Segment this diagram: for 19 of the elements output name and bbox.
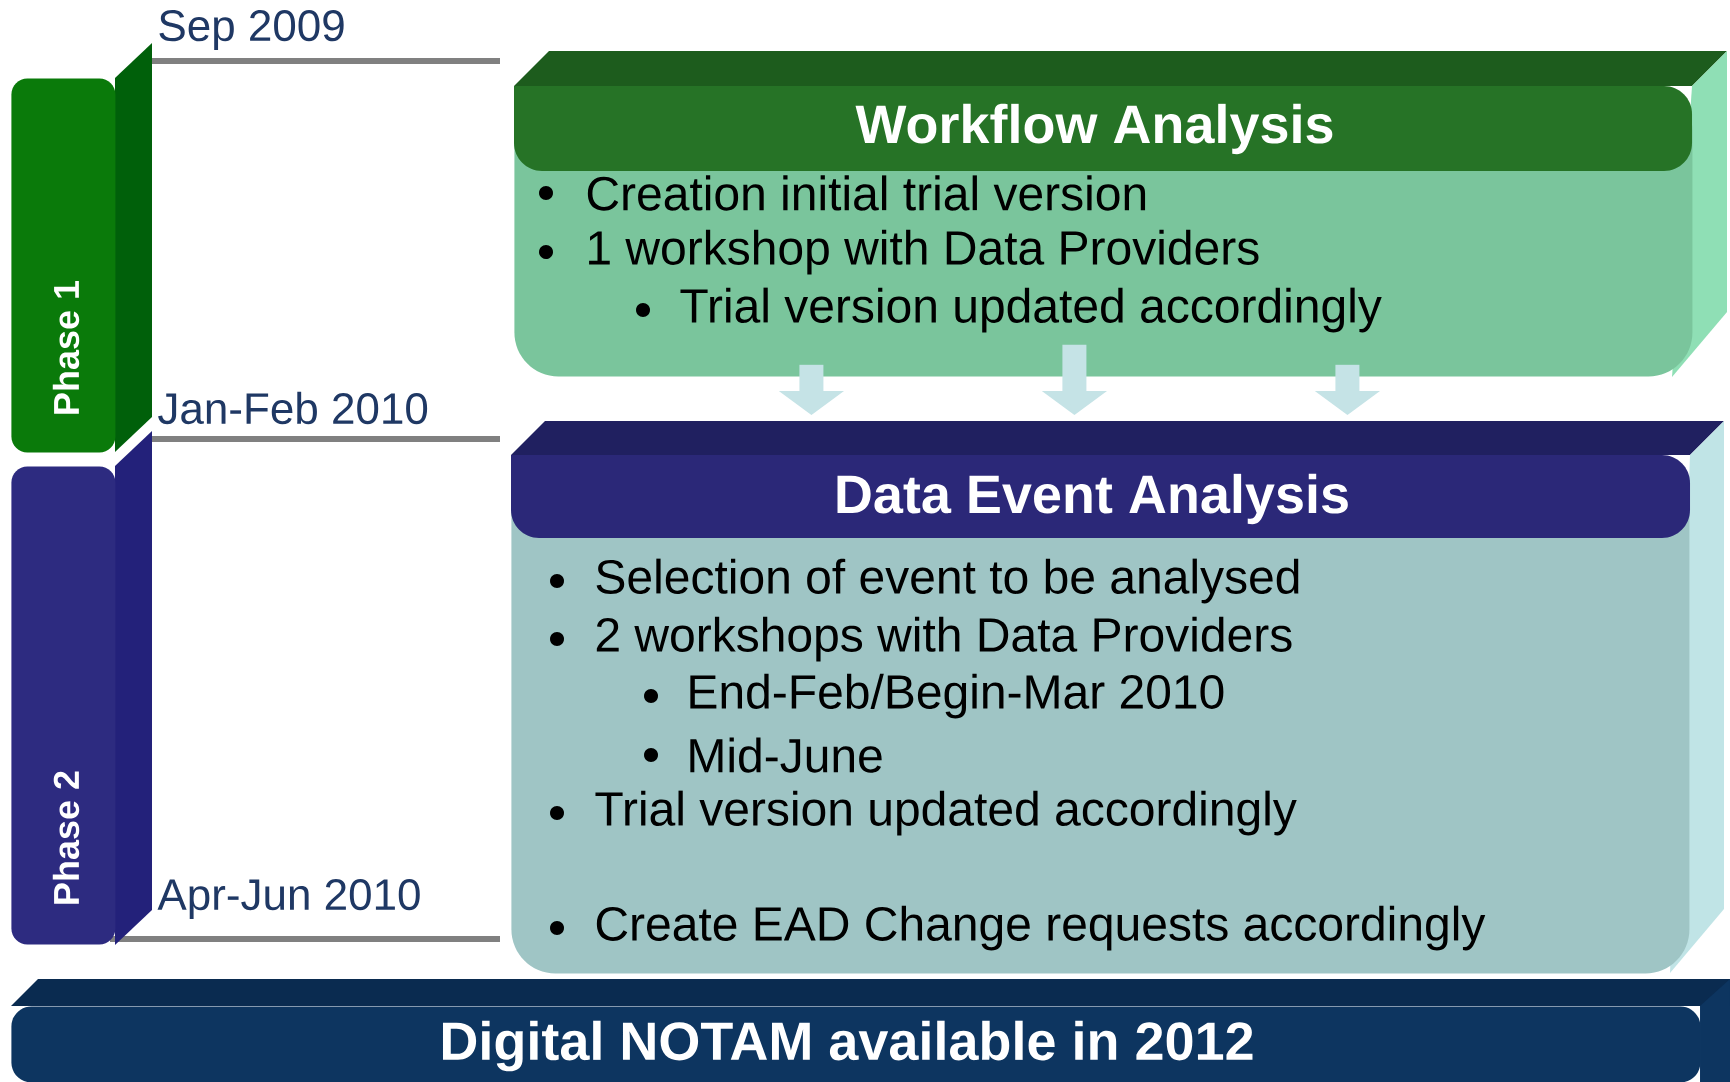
bullet-text: Create EAD Change requests accordingly: [596, 905, 1486, 951]
bullet-text: Trial version updated accordingly: [680, 287, 1382, 333]
goal-banner: Digital NOTAM available in 2012: [11, 979, 1730, 1082]
date-label: Sep 2009: [159, 10, 344, 50]
bullet-text: 2 workshops with Data Providers: [596, 616, 1292, 662]
bullet-text: Selection of event to be analysed: [596, 558, 1299, 604]
phase-bar: Phase 1: [11, 43, 152, 453]
bullet-text: 1 workshop with Data Providers: [589, 229, 1259, 275]
bullet-text: Creation initial trial version: [587, 175, 1146, 211]
bullet-text: End-Feb/Begin-Mar 2010: [690, 673, 1224, 719]
date-label: Jan-Feb 2010: [158, 391, 428, 425]
box-heading: Data Event Analysis: [837, 473, 1348, 525]
box-heading: Workflow Analysis: [855, 103, 1333, 155]
phase-bar: Phase 2: [11, 431, 152, 945]
analysis-box: [514, 51, 1727, 377]
date-label: Apr-Jun 2010: [157, 879, 420, 919]
bullet-text: Trial version updated accordingly: [595, 790, 1297, 836]
analysis-box: [511, 421, 1724, 974]
bullet-text: Mid-June: [690, 737, 882, 773]
